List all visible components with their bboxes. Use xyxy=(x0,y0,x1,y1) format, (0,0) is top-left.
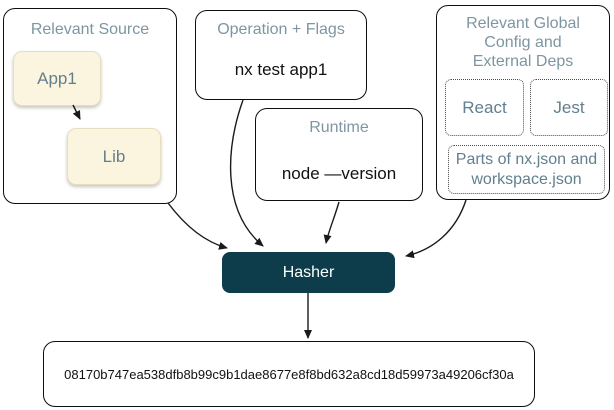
hash-output-value: 08170b747ea538dfb8b99c9b1dae8677e8f8bd63… xyxy=(64,366,514,382)
node-jest: Jest xyxy=(530,79,608,136)
node-app1: App1 xyxy=(13,51,101,106)
group-title: Relevant Global Config and External Deps xyxy=(466,15,580,70)
node-config-files: Parts of nx.json and workspace.json xyxy=(448,145,605,194)
group-runtime: Runtime node —version xyxy=(255,108,423,201)
node-lib-label: Lib xyxy=(102,146,126,166)
node-hasher-label: Hasher xyxy=(282,263,335,281)
node-app1-label: App1 xyxy=(37,68,77,88)
group-operation-flags: Operation + Flags nx test app1 xyxy=(195,10,367,100)
runtime-command-text: node —version xyxy=(281,164,397,183)
node-jest-label: Jest xyxy=(553,97,585,117)
node-config-files-label: Parts of nx.json and workspace.json xyxy=(455,150,598,188)
node-react: React xyxy=(445,79,524,136)
node-hasher: Hasher xyxy=(222,252,395,293)
operation-command-text: nx test app1 xyxy=(234,60,328,79)
group-title: Runtime xyxy=(309,119,369,136)
node-react-label: React xyxy=(462,97,507,117)
group-title: Relevant Source xyxy=(30,21,150,38)
arrow-config-to-hasher xyxy=(405,199,467,259)
hash-output-box: 08170b747ea538dfb8b99c9b1dae8677e8f8bd63… xyxy=(43,341,535,407)
node-lib: Lib xyxy=(67,128,161,185)
arrow-source-to-hasher xyxy=(167,202,228,250)
arrow-runtime-to-hasher xyxy=(323,201,340,244)
group-relevant-source: Relevant Source App1 Lib xyxy=(3,8,177,204)
group-global-config: Relevant Global Config and External Deps… xyxy=(436,5,610,200)
group-title: Operation + Flags xyxy=(217,21,345,38)
